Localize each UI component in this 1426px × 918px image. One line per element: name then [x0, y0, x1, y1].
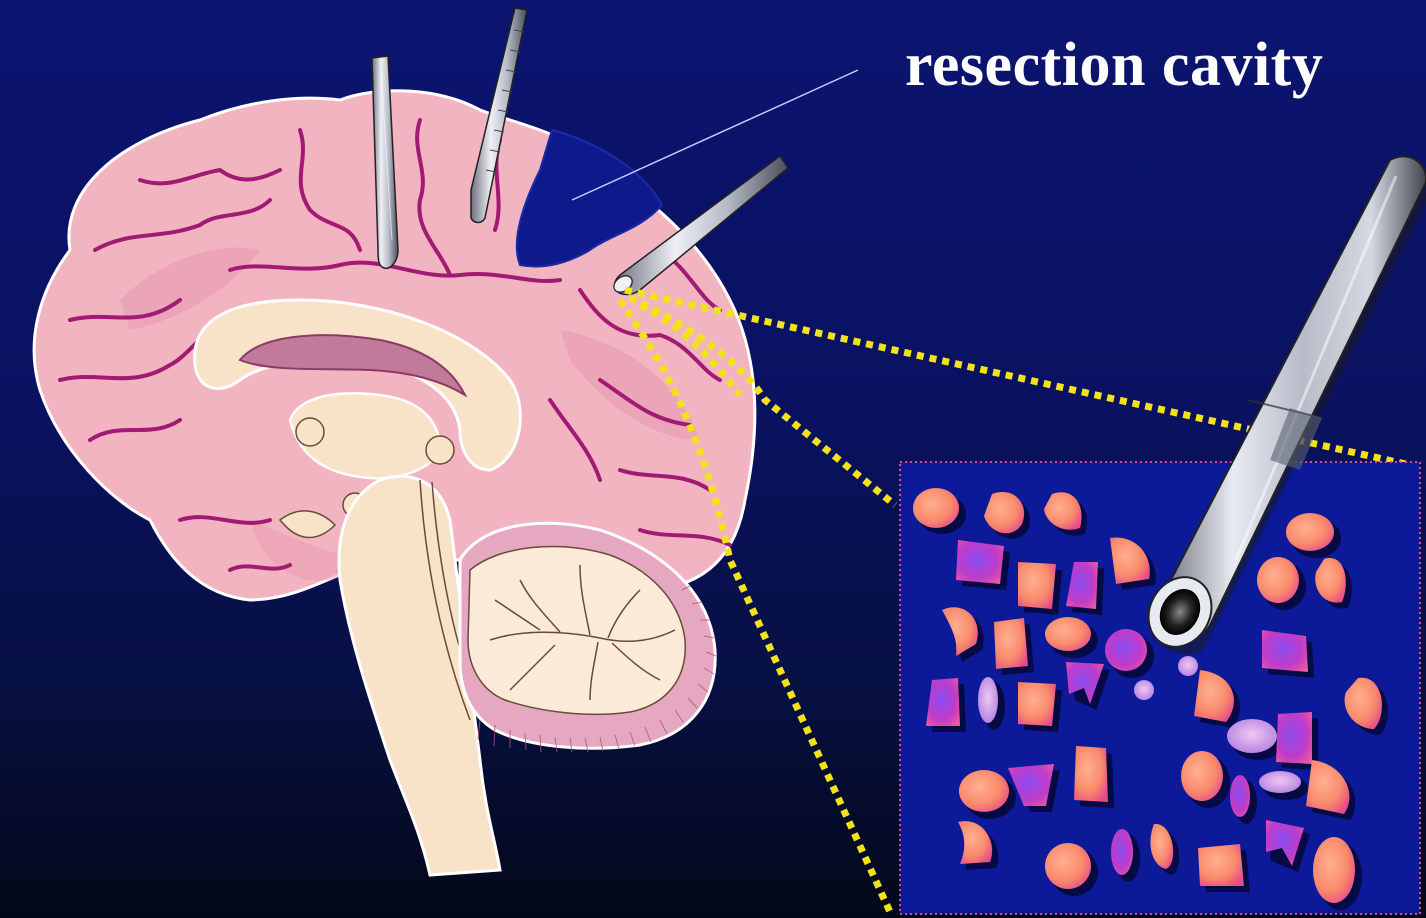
tissue-cell	[1111, 829, 1133, 875]
tissue-cell	[1227, 719, 1277, 753]
tissue-cell	[913, 488, 959, 528]
tissue-cell	[994, 618, 1028, 669]
tissue-cell	[1178, 656, 1198, 676]
tissue-cell	[1018, 562, 1056, 609]
tissue-cell	[1198, 844, 1244, 886]
resection-cavity-label: resection cavity	[905, 30, 1345, 100]
tissue-cell	[1286, 513, 1334, 551]
tissue-cell	[1230, 775, 1250, 817]
cavity-pointer-line	[572, 70, 858, 200]
tissue-cell	[1181, 751, 1223, 801]
tissue-cell	[1105, 629, 1147, 671]
tissue-cell	[1262, 630, 1308, 672]
tissue-inset	[900, 462, 1420, 914]
tissue-cell	[1313, 837, 1355, 903]
tissue-cell	[1045, 843, 1091, 889]
tissue-cell	[1074, 746, 1108, 802]
tissue-cell	[1276, 712, 1312, 764]
tissue-cell	[1045, 617, 1091, 651]
tissue-cell	[1259, 771, 1301, 793]
tissue-cell	[1018, 682, 1056, 726]
tissue-cell	[978, 677, 998, 723]
tissue-cell	[1257, 557, 1299, 603]
tissue-cell	[1134, 680, 1154, 700]
tissue-cell	[956, 540, 1004, 584]
tissue-cell	[959, 770, 1009, 812]
